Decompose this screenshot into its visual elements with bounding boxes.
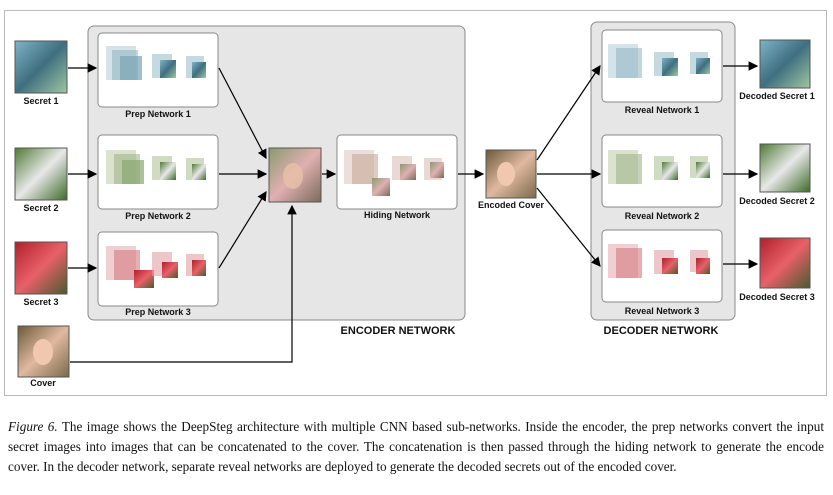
- figure-frame: [4, 10, 827, 396]
- connection-arrows: [68, 61, 759, 363]
- prep-network-3-label: Prep Network 3: [125, 307, 191, 317]
- reveal-network-3: [601, 229, 723, 303]
- concatenated-face: [283, 163, 303, 189]
- secret-1-image: [14, 40, 68, 94]
- figure-caption: Figure 6. The image shows the DeepSteg a…: [8, 417, 824, 477]
- architecture-diagram: Secret 1 Secret 2 Secret 3 Cover: [14, 21, 815, 388]
- prep-network-3: [97, 231, 219, 307]
- encoded-cover-face: [497, 162, 515, 186]
- figure-label: Figure 6.: [8, 419, 58, 434]
- reveal-network-3-label: Reveal Network 3: [625, 306, 700, 316]
- concatenated-image: [268, 147, 322, 203]
- decoded-secret-1-label: Decoded Secret 1: [739, 91, 815, 101]
- prep-network-1: [97, 32, 219, 108]
- secret-3-label: Secret 3: [23, 297, 58, 307]
- reveal-network-2: [601, 134, 723, 208]
- decoder-network-label: DECODER NETWORK: [604, 325, 719, 337]
- secret-3-image: [14, 241, 68, 295]
- decoded-secret-3-image: [759, 237, 811, 289]
- prep-network-2-label: Prep Network 2: [125, 211, 191, 221]
- encoded-cover-label: Encoded Cover: [478, 200, 545, 210]
- secret-2-label: Secret 2: [23, 203, 58, 213]
- decoded-secret-1-image: [759, 39, 811, 89]
- hiding-network-label: Hiding Network: [364, 210, 431, 220]
- reveal-network-1: [601, 29, 723, 103]
- decoded-secret-2-label: Decoded Secret 2: [739, 196, 815, 206]
- secret-1-label: Secret 1: [23, 96, 58, 106]
- hiding-network: [336, 134, 458, 210]
- decoded-secret-3-label: Decoded Secret 3: [739, 292, 815, 302]
- cover-face: [33, 339, 53, 365]
- feature-map-stack: [106, 46, 206, 80]
- cover-label: Cover: [30, 378, 56, 388]
- encoder-network-label: ENCODER NETWORK: [341, 325, 456, 337]
- caption-text: The image shows the DeepSteg architectur…: [8, 419, 824, 474]
- prep-network-1-label: Prep Network 1: [125, 109, 191, 119]
- secret-2-image: [14, 147, 68, 201]
- decoded-secret-2-image: [759, 143, 811, 193]
- reveal-network-2-label: Reveal Network 2: [625, 211, 700, 221]
- prep-network-2: [97, 134, 219, 210]
- reveal-network-1-label: Reveal Network 1: [625, 105, 700, 115]
